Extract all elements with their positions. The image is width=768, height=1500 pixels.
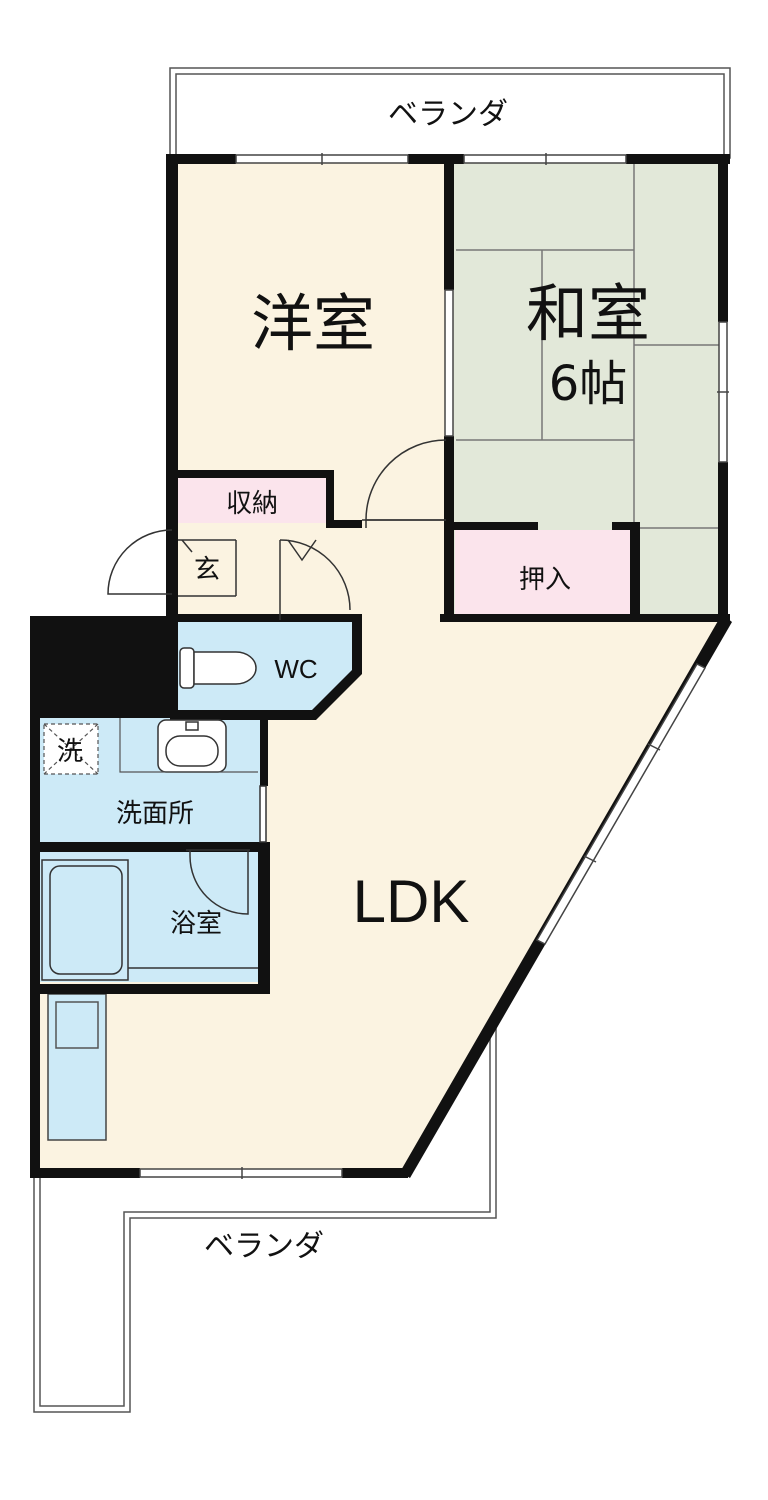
- veranda-bottom-label: ベランダ: [204, 1229, 324, 1264]
- wc-floor: [176, 622, 356, 716]
- veranda-top: [169, 67, 731, 159]
- storage-label: 収納: [226, 489, 278, 519]
- western-room-label: 洋室: [251, 287, 375, 360]
- bathtub-icon: [41, 859, 258, 981]
- japanese-room-label: 和室: [526, 277, 650, 350]
- bathroom-label: 浴室: [170, 909, 222, 939]
- washroom-vanity-outline: [119, 718, 258, 773]
- washer-space-icon: [43, 723, 99, 775]
- closet-label: 押入: [519, 565, 571, 595]
- closet-floor: [455, 530, 633, 620]
- ldk-label: LDK: [353, 868, 470, 935]
- entrance-label: 玄: [194, 555, 220, 585]
- japanese-room-size: 6帖: [549, 356, 628, 412]
- kitchen-sink: [55, 1001, 99, 1049]
- kitchen-counter: [47, 993, 107, 1141]
- windows: [139, 153, 729, 1179]
- storage-floor: [177, 478, 327, 523]
- washer-label: 洗: [57, 737, 83, 767]
- washbasin-icon: [157, 719, 227, 773]
- toilet-icon: [179, 647, 257, 689]
- washroom-label: 洗面所: [116, 799, 194, 829]
- doors: [107, 439, 447, 915]
- western-room-floor: [172, 160, 450, 472]
- veranda-top-label: ベランダ: [388, 97, 508, 132]
- wc-label: WC: [274, 654, 317, 684]
